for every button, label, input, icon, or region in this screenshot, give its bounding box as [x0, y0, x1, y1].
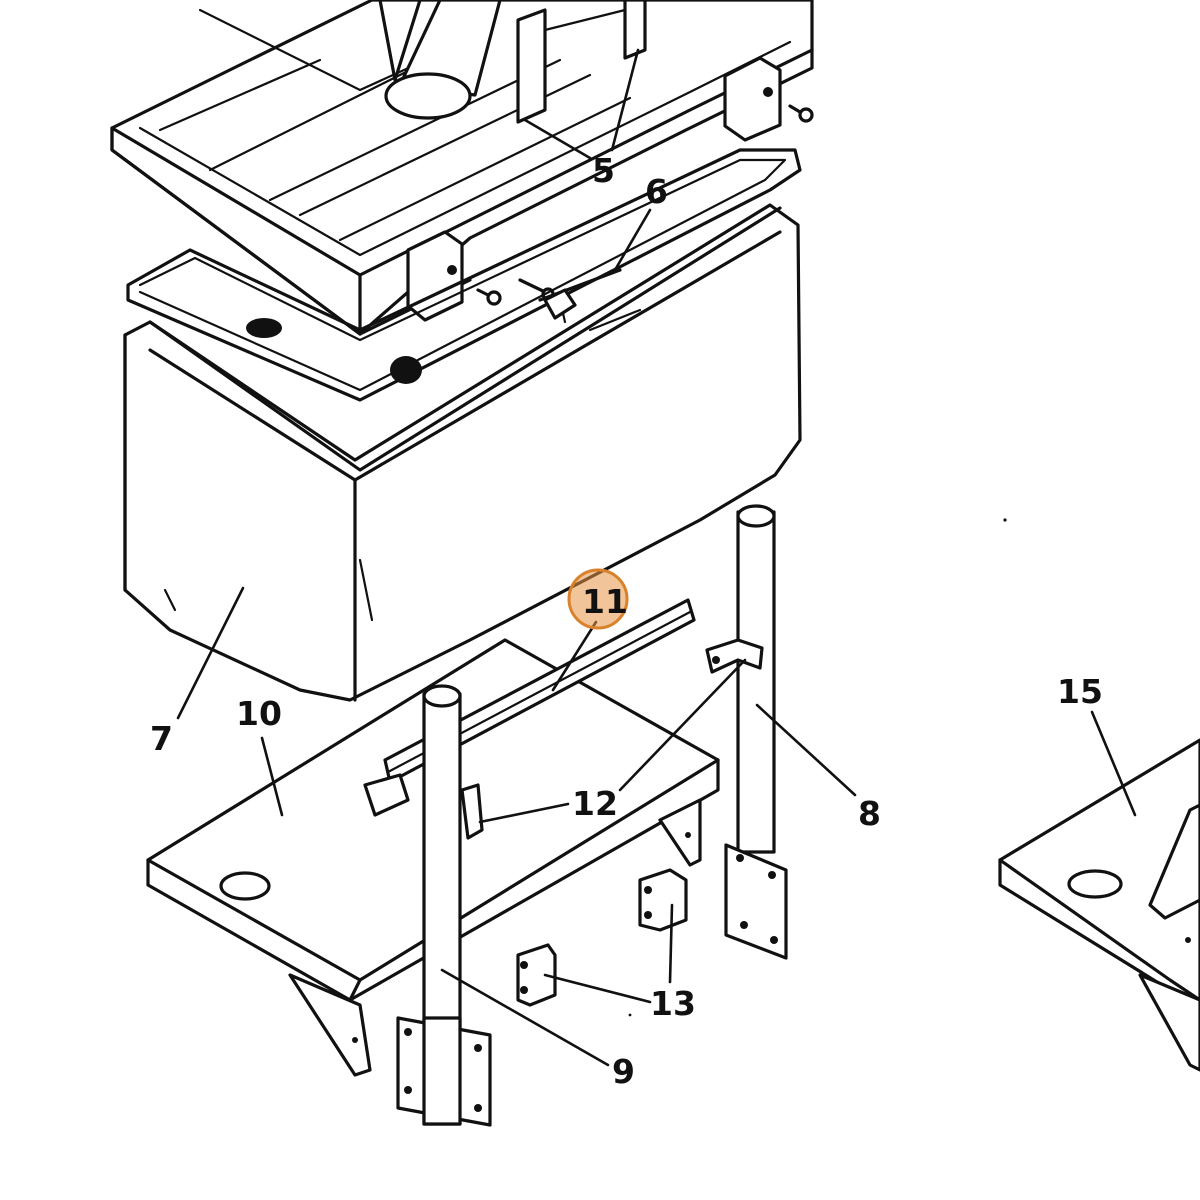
callout-6[interactable]: 6 [645, 172, 668, 211]
post-right [724, 504, 788, 960]
callout-9[interactable]: 9 [612, 1052, 635, 1091]
alternate-tray [998, 738, 1200, 1072]
leader-lines [176, 48, 1137, 1067]
post-left [396, 684, 492, 1127]
callout-7[interactable]: 7 [150, 719, 173, 758]
callout-5[interactable]: 5 [592, 151, 615, 190]
cover-assembly [110, 0, 814, 336]
callout-labels: 5 6 7 8 9 10 11 12 13 15 [150, 151, 1103, 1091]
rail [363, 598, 696, 817]
clamps [460, 638, 764, 840]
callout-12[interactable]: 12 [572, 784, 618, 823]
tank [123, 203, 802, 702]
callout-8[interactable]: 8 [858, 794, 881, 833]
callout-11[interactable]: 11 [582, 582, 628, 621]
callout-13[interactable]: 13 [650, 984, 696, 1023]
gasket [126, 148, 802, 402]
highlight-ring [567, 568, 629, 630]
callout-15[interactable]: 15 [1057, 672, 1103, 711]
callout-10[interactable]: 10 [236, 694, 282, 733]
brackets [516, 868, 688, 1007]
